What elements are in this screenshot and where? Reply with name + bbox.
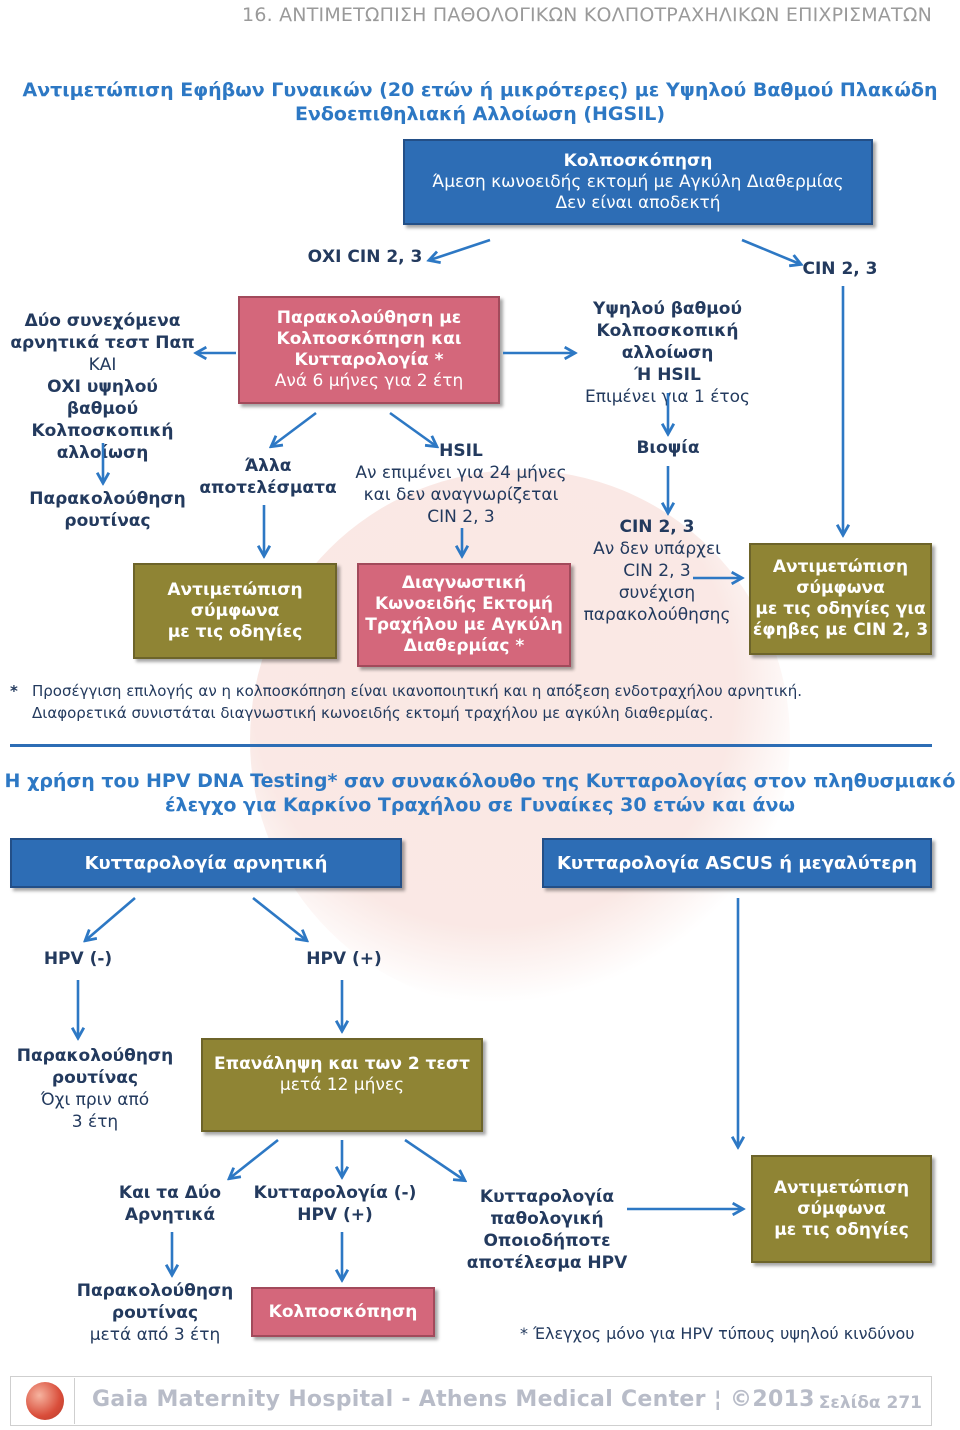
page-header: 16. ΑΝΤΙΜΕΤΩΠΙΣΗ ΠΑΘΟΛΟΓΙΚΩΝ ΚΟΛΠΟΤΡΑΧΗΛ… <box>242 4 932 26</box>
repeat-tests-box: Επανάληψη και των 2 τεστ μετά 12 μήνες <box>201 1038 483 1132</box>
cytology-abnormal-text: Κυτταρολογία παθολογική Οποιοδήποτε αποτ… <box>466 1187 628 1273</box>
routine-after-3y-text: Παρακολούθηση ρουτίνας μετά από 3 έτη <box>76 1281 234 1345</box>
routine-followup-text: Παρακολούθηση ρουτίνας <box>29 489 186 531</box>
cytology-ascus-box: Κυτταρολογία ASCUS ή μεγαλύτερη <box>542 838 932 888</box>
arrow-to-cin <box>741 238 800 264</box>
footer-bar <box>10 1376 932 1426</box>
hpv-footnote: * Έλεγχος μόνο για HPV τύπους υψηλού κιν… <box>520 1324 915 1343</box>
treat-guidelines-box-2: Αντιμετώπιση σύμφωνα με τις οδηγίες <box>751 1155 932 1263</box>
hsil-persistent-text: HSIL Αν επιμένει για 24 μήνες και δεν αν… <box>355 441 567 527</box>
cytology-negative-box: Κυτταρολογία αρνητική <box>10 838 402 888</box>
arrow-to-both-neg <box>230 1138 279 1178</box>
cin-label: CIN 2, 3 <box>802 259 878 279</box>
cyto-neg-hpv-pos-text: Κυτταρολογία (-) HPV (+) <box>253 1183 417 1225</box>
footer-divider <box>74 1378 75 1424</box>
hospital-logo-icon <box>26 1382 64 1420</box>
hpv-negative-label: HPV (-) <box>43 949 113 969</box>
cin-followup-text: CIN 2, 3 Αν δεν υπάρχει CIN 2, 3 συνέχισ… <box>583 517 731 625</box>
followup-box: Παρακολούθηση με Κολποσκόπηση και Κυτταρ… <box>238 296 500 404</box>
teen-cin-guidelines-box: Αντιμετώπιση σύμφωνα με τις οδηγίες για … <box>749 543 932 655</box>
section2-title: Η χρήση του HPV DNA Testing* σαν συνακόλ… <box>4 770 956 816</box>
diagnostic-conization-box: Διαγνωστική Κωνοειδής Εκτομή Τραχήλου με… <box>357 563 571 667</box>
background-sphere <box>250 470 790 1010</box>
section-divider <box>10 744 932 747</box>
both-negative-text: Και τα Δύο Αρνητικά <box>118 1183 222 1225</box>
colposcopy-box-2: Κολποσκόπηση <box>251 1287 435 1337</box>
arrow-to-hpv-pos <box>252 896 306 940</box>
colposcopy-box: Κολποσκόπηση Άμεση κωνοειδής εκτομή με Α… <box>403 139 873 225</box>
routine-no-earlier-text: Παρακολούθηση ρουτίνας Όχι πριν από 3 έτ… <box>16 1046 174 1132</box>
section1-title: Αντιμετώπιση Εφήβων Γυναικών (20 ετών ή … <box>22 79 938 125</box>
page-number: Σελίδα 271 <box>818 1393 922 1413</box>
footer-text: Gaia Maternity Hospital - Athens Medical… <box>92 1387 815 1412</box>
two-negative-tests-text: Δύο συνεχόμενα αρνητικά τεστ Παπ ΚΑΙ ΟΧΙ… <box>10 311 195 463</box>
arrow-to-other-results <box>272 411 317 446</box>
other-results-text: Άλλα αποτελέσματα <box>199 456 337 498</box>
arrow-to-hpv-neg <box>86 897 136 940</box>
hpv-positive-label: HPV (+) <box>306 949 382 969</box>
no-cin-label: ΟΧΙ CIN 2, 3 <box>307 247 423 267</box>
arrow-to-hsil <box>389 411 436 446</box>
arrow-to-cyto-abnormal <box>404 1138 464 1180</box>
biopsy-text: Βιοψία <box>636 438 700 458</box>
arrow-to-no-cin <box>430 238 491 260</box>
treat-guidelines-box: Αντιμετώπιση σύμφωνα με τις οδηγίες <box>133 563 337 659</box>
section1-footnote: *Προσέγγιση επιλογής αν η κολποσκόπηση ε… <box>10 682 803 722</box>
